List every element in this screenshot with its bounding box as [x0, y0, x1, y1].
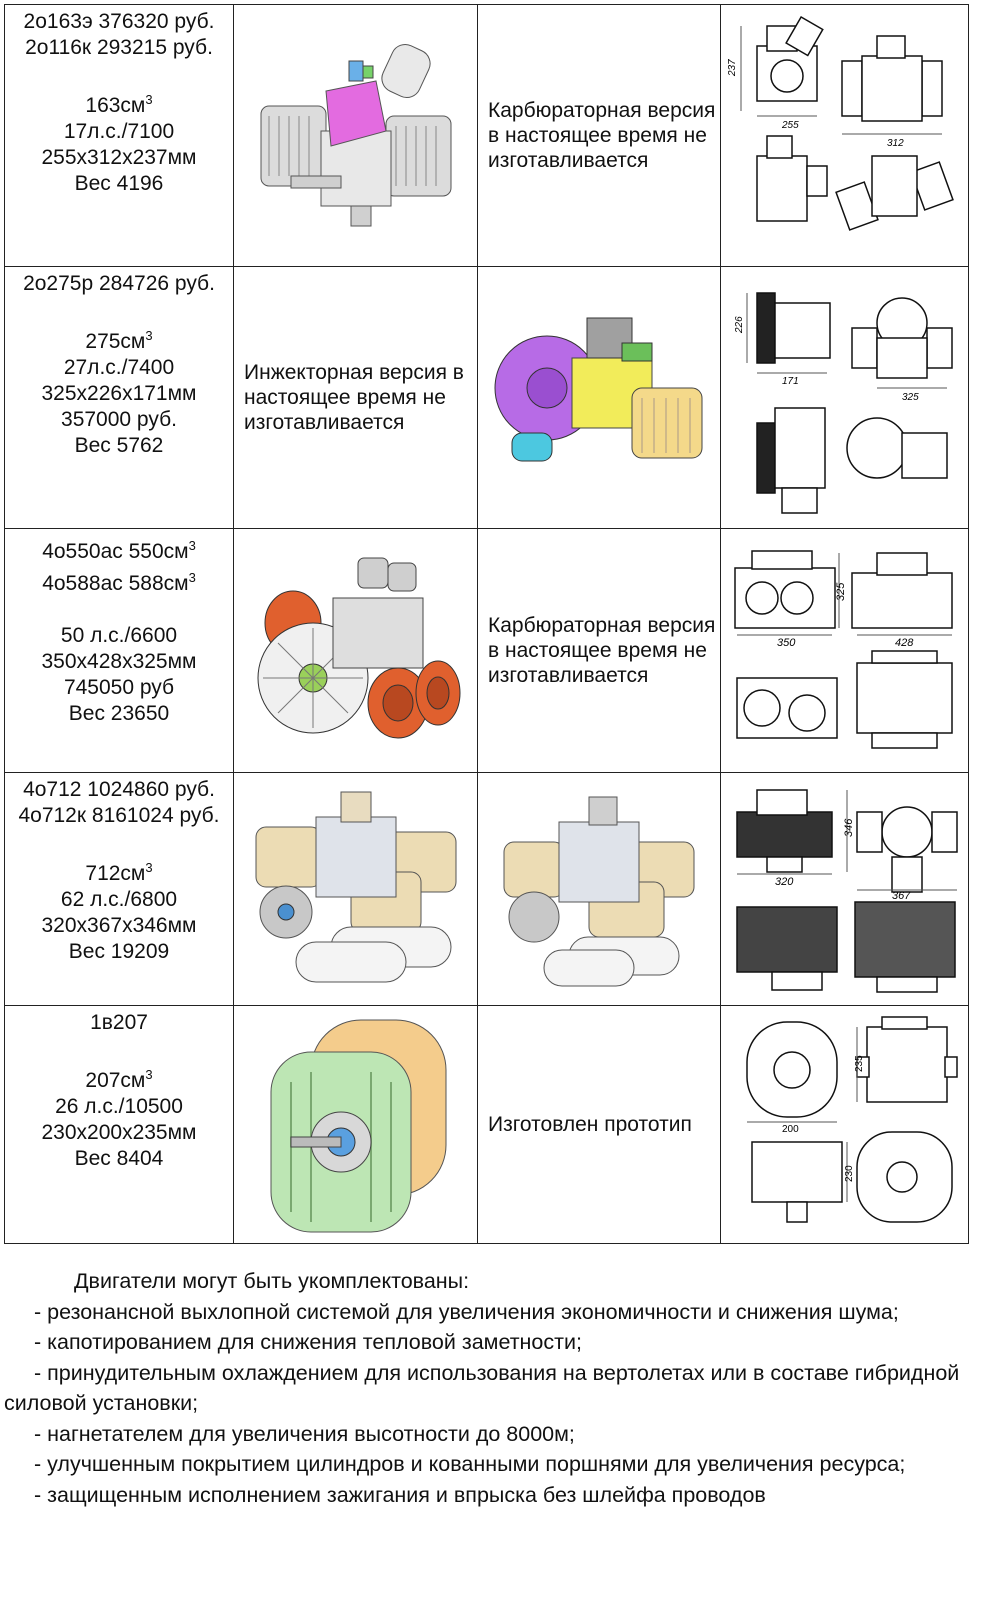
table-row: 4о712 1024860 руб. 4о712к 8161024 руб. 7…: [4, 772, 969, 1006]
dimension-label: 171: [782, 376, 799, 387]
dimensions: 325х226х171мм: [41, 382, 197, 405]
engine-render-image: [255, 791, 456, 982]
engine-render-image: [260, 43, 451, 226]
engine-render-cell: [477, 772, 721, 1006]
weight: Вес 5762: [74, 434, 164, 457]
table-row: 2о275р 284726 руб. 275см3 27л.с./7400 32…: [4, 266, 969, 529]
power: 62 л.с./6800: [60, 888, 178, 911]
engine-render-image: [270, 1019, 446, 1233]
price: 745050 руб: [63, 676, 175, 699]
dimension-label: 350: [777, 637, 796, 649]
weight: Вес 19209: [68, 940, 170, 963]
engine-catalog-table: 2о163э 376320 руб. 2о116к 293215 руб. 16…: [4, 4, 969, 1244]
dimension-label: 428: [895, 637, 914, 649]
displacement: 207см3: [85, 1067, 153, 1092]
technical-drawing: 325 350 428: [734, 550, 953, 749]
table-row: 4о550ас 550см3 4о588ас 588см3 50 л.с./66…: [4, 528, 969, 773]
engine-render-cell: [233, 528, 478, 773]
production-note: Карбюраторная версия в настоящее время н…: [477, 528, 721, 773]
engine-render-image: [257, 557, 461, 739]
engine-render-cell: [477, 266, 721, 529]
spec-cell: 1в207 207см3 26 л.с./10500 230х200х235мм…: [4, 1005, 234, 1244]
dimension-label: 312: [887, 138, 904, 149]
table-row: 1в207 207см3 26 л.с./10500 230х200х235мм…: [4, 1005, 969, 1244]
displacement: 712см3: [85, 860, 153, 885]
dimension-label: 230: [844, 1165, 855, 1182]
dimension-label: 226: [734, 315, 745, 333]
dimensions: 350х428х325мм: [41, 650, 197, 673]
options-intro: Двигатели могут быть укомплектованы:: [74, 1269, 470, 1293]
dimension-label: 325: [902, 392, 919, 403]
dimensions: 230х200х235мм: [41, 1121, 197, 1144]
weight: Вес 23650: [68, 702, 170, 725]
spec-cell: 4о550ас 550см3 4о588ас 588см3 50 л.с./66…: [4, 528, 234, 773]
technical-drawing: 346 320 367: [736, 788, 958, 993]
dimension-label: 367: [892, 890, 911, 902]
dimension-label: 235: [854, 1055, 865, 1072]
model-price: 2о163э 376320 руб.: [23, 10, 215, 33]
table-row: 2о163э 376320 руб. 2о116к 293215 руб. 16…: [4, 4, 969, 267]
dimension-label: 200: [782, 1124, 799, 1135]
model-price: 4о550ас 550см3: [42, 538, 196, 563]
power: 50 л.с./6600: [60, 624, 178, 647]
power: 17л.с./7100: [63, 120, 175, 143]
weight: Вес 4196: [74, 172, 164, 195]
model-price: 4о712к 8161024 руб.: [18, 804, 220, 827]
model-price: 4о712 1024860 руб.: [23, 778, 215, 801]
engine-render-image: [494, 317, 702, 461]
spec-cell: 2о163э 376320 руб. 2о116к 293215 руб. 16…: [4, 4, 234, 267]
model-name: 1в207: [90, 1011, 148, 1034]
production-note: Карбюраторная версия в настоящее время н…: [477, 4, 721, 267]
drawing-cell: 226 171 325: [720, 266, 969, 529]
dimensions: 255х312х237мм: [41, 146, 197, 169]
dimension-label: 346: [843, 817, 855, 836]
production-note: Инжекторная версия в настоящее время не …: [233, 266, 478, 529]
engine-render-image: [503, 796, 695, 986]
spec-cell: 4о712 1024860 руб. 4о712к 8161024 руб. 7…: [4, 772, 234, 1006]
dimension-label: 237: [727, 58, 738, 76]
options-text: Двигатели могут быть укомплектованы: - р…: [4, 1266, 964, 1510]
option-item: - капотированием для снижения тепловой з…: [34, 1330, 582, 1354]
model-price: 4о588ас 588см3: [42, 570, 196, 595]
weight: Вес 8404: [74, 1147, 164, 1170]
option-item: - резонансной выхлопной системой для уве…: [34, 1299, 899, 1324]
drawing-cell: 325 350 428: [720, 528, 969, 773]
power: 27л.с./7400: [63, 356, 175, 379]
price: 357000 руб.: [61, 408, 177, 431]
dimension-label: 325: [835, 582, 847, 601]
technical-drawing: 226 171 325: [734, 291, 953, 514]
drawing-cell: 235 200 230: [720, 1005, 969, 1244]
power: 26 л.с./10500: [55, 1095, 183, 1118]
option-item: - улучшенным покрытием цилиндров и кован…: [34, 1452, 906, 1476]
engine-render-cell: [233, 4, 478, 267]
option-item: - нагнетателем для увеличения высотности…: [34, 1421, 575, 1446]
technical-drawing: 235 200 230: [746, 1016, 958, 1223]
engine-render-cell: [233, 1005, 478, 1244]
production-note: Изготовлен прототип: [477, 1005, 721, 1244]
model-price: 2о116к 293215 руб.: [25, 36, 213, 59]
engine-render-cell: [233, 772, 478, 1006]
drawing-cell: 237 255 312: [720, 4, 969, 267]
option-item: - защищенным исполнением зажигания и впр…: [34, 1482, 766, 1507]
displacement: 163см3: [85, 92, 153, 117]
spec-cell: 2о275р 284726 руб. 275см3 27л.с./7400 32…: [4, 266, 234, 529]
option-item: - принудительным охлаждением для использ…: [4, 1360, 960, 1416]
model-price: 2о275р 284726 руб.: [23, 272, 215, 295]
technical-drawing: 237 255 312: [727, 15, 954, 231]
dimension-label: 320: [775, 876, 794, 888]
drawing-cell: 346 320 367: [720, 772, 969, 1006]
dimensions: 320х367х346мм: [41, 914, 197, 937]
dimension-label: 255: [781, 120, 799, 131]
displacement: 275см3: [85, 328, 153, 353]
